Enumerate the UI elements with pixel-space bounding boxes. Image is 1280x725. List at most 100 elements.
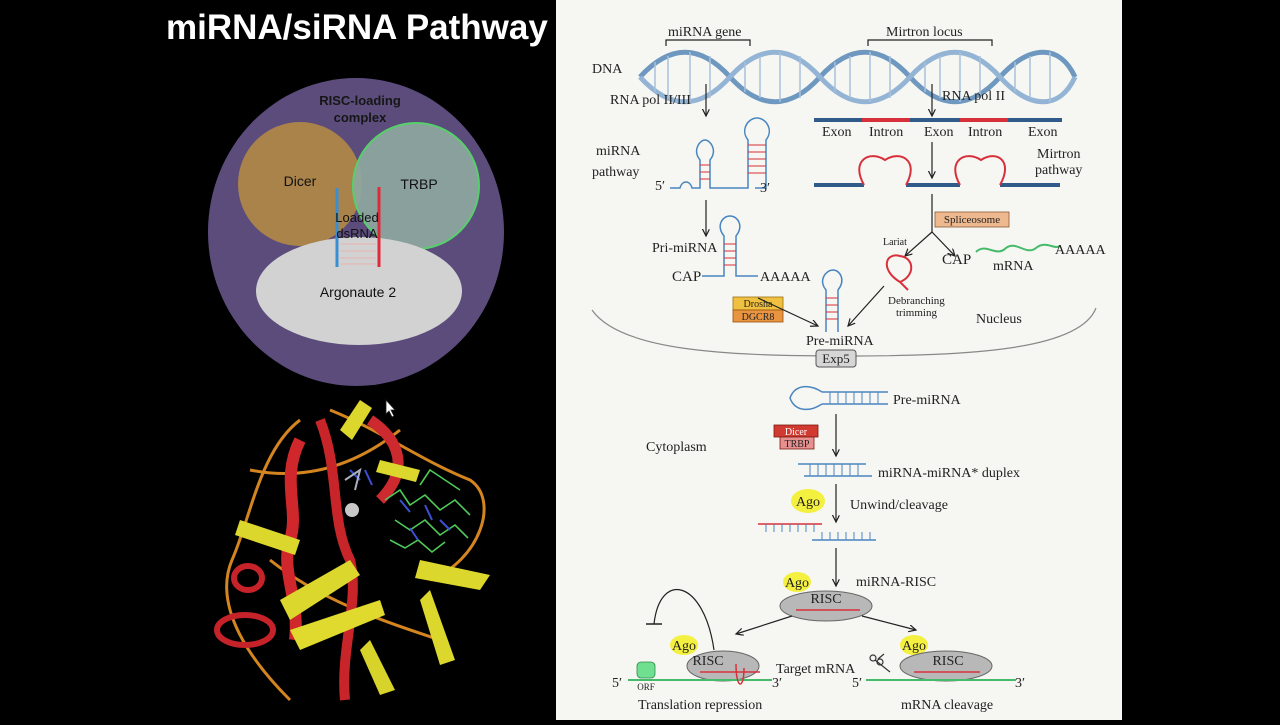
dsrna-base-pairs (340, 243, 376, 265)
exon-1-label: Exon (822, 125, 852, 140)
complex-label-line2: complex (334, 110, 388, 125)
pre-mirna-nuclear-pairs (826, 297, 838, 320)
dicer-box-label: Dicer (785, 427, 808, 438)
risc-complex-central (779, 590, 873, 622)
nucleus-label: Nucleus (976, 312, 1022, 327)
hairpin-stem-pairs (700, 144, 766, 180)
debranching-label-2: trimming (896, 307, 937, 319)
dna-double-helix (638, 49, 1078, 105)
dicer-label: Dicer (284, 173, 317, 189)
dgcr8-label: DGCR8 (742, 312, 775, 323)
mirna-pathway-label-2: pathway (592, 165, 639, 180)
unwound-strands (758, 523, 876, 541)
exp5-box (815, 349, 857, 368)
pre-mirna-cyto-label: Pre-miRNA (893, 393, 962, 408)
debranching-label-1: Debranching (888, 295, 945, 307)
mirtron-locus-label: Mirtron locus (886, 25, 963, 40)
pri-mirna-pairs (724, 243, 736, 266)
loaded-dsrna-label-2: dsRNA (336, 226, 378, 241)
trbp-box-label: TRBP (784, 439, 809, 450)
arrow-to-cleavage (861, 615, 916, 630)
pre-mirna-nuclear-label: Pre-miRNA (806, 334, 875, 349)
ago-bubble-3 (670, 635, 698, 655)
drosha-label: Drosha (744, 299, 773, 310)
cytoplasm-label: Cytoplasm (646, 440, 707, 455)
rna-pol-2-label: RNA pol II (942, 89, 1005, 104)
pri-mirna-label: Pri-miRNA (652, 241, 718, 256)
ago-bubble-1 (791, 489, 825, 513)
orf-ribosome-icon (636, 661, 656, 679)
risc-label-central: RISC (810, 592, 841, 607)
rna-pol-2-3-label: RNA pol II/III (610, 93, 691, 108)
arrow-mrna (931, 231, 955, 256)
loaded-dsrna-label-1: Loaded (335, 210, 378, 225)
mirtron-pathway-label-2: pathway (1035, 163, 1082, 178)
pre-mirna-cytoplasmic (789, 385, 888, 411)
spliceosome-box (934, 211, 1010, 228)
unwind-label: Unwind/cleavage (850, 498, 948, 513)
ago-label-1: Ago (796, 495, 820, 510)
repression-mirna (700, 663, 760, 685)
argonaute-ellipse (256, 237, 462, 345)
mrna-strand (975, 243, 1061, 253)
risc-label-repression: RISC (692, 654, 723, 669)
five-prime-left: 5′ (612, 676, 622, 691)
five-prime-label-1: 5′ (655, 179, 665, 194)
pri-mirna-structure (702, 215, 758, 277)
risc-label-cleavage: RISC (932, 654, 963, 669)
lariat-label: Lariat (883, 237, 907, 248)
left-illustration: RISC-loading complex Dicer TRBP Loaded d… (208, 78, 504, 702)
ago-bubble-4 (900, 635, 928, 655)
mrna-cleavage-label: mRNA cleavage (901, 698, 993, 713)
dna-base-pairs (654, 52, 1051, 102)
exon-2-label: Exon (924, 125, 954, 140)
protein-structure-image (214, 400, 490, 702)
target-mrna-label: Target mRNA (776, 662, 856, 677)
mirna-duplex (798, 463, 872, 477)
trbp-box (779, 436, 815, 450)
exon-3-label: Exon (1028, 125, 1058, 140)
three-prime-right: 3′ (1015, 676, 1025, 691)
dna-label: DNA (592, 62, 623, 77)
mouse-cursor-icon (385, 398, 396, 418)
slide-title: miRNA/siRNA Pathway (166, 8, 548, 47)
cap-label-2: CAP (942, 252, 971, 268)
aaaaa-label-1: AAAAA (760, 270, 811, 285)
repression-inhibition-arc (653, 588, 715, 651)
trbp-label: TRBP (400, 176, 437, 192)
spliceosome-label: Spliceosome (944, 214, 1000, 226)
translation-repression-label: Translation repression (638, 698, 762, 713)
mirna-pathway-label-1: miRNA (596, 144, 641, 159)
ago-bubble-2 (783, 572, 811, 592)
exp5-label: Exp5 (822, 351, 849, 366)
pathway-diagram-svg: DNA miRNA gene Mirtron locus RNA pol II/… (591, 25, 1106, 713)
lariat-shape (885, 254, 913, 291)
mirtron-pathway-label-1: Mirtron (1037, 147, 1081, 162)
arrow-drosha-to-pre-mirna (757, 297, 818, 326)
mirna-pathway-figure: DNA miRNA gene Mirtron locus RNA pol II/… (556, 0, 1122, 720)
arrow-debranching-to-pre-mirna (848, 285, 885, 326)
ago-label-4: Ago (902, 639, 926, 654)
dgcr8-box (732, 309, 784, 323)
mirtron-locus-bracket (867, 39, 993, 46)
three-prime-label-1: 3′ (760, 181, 770, 196)
arrow-lariat (905, 231, 933, 256)
mirtron-exon-bar (814, 155, 1060, 187)
intron-1-label: Intron (869, 125, 903, 140)
intron-2-label: Intron (968, 125, 1002, 140)
complex-label-line1: RISC-loading (319, 93, 401, 108)
ago-label-2: Ago (785, 576, 809, 591)
mirna-gene-bracket (665, 39, 751, 46)
mirna-gene-label: miRNA gene (668, 25, 742, 40)
mirna-risc-label: miRNA-RISC (856, 575, 936, 590)
orf-label: ORF (637, 682, 655, 692)
argonaute-label: Argonaute 2 (320, 284, 396, 300)
five-prime-right: 5′ (852, 676, 862, 691)
dicer-circle (238, 122, 362, 246)
three-prime-left: 3′ (772, 676, 782, 691)
aaaaa-label-2: AAAAA (1055, 243, 1106, 258)
duplex-label: miRNA-miRNA* duplex (878, 466, 1020, 481)
cap-label-1: CAP (672, 269, 701, 285)
arrow-to-repression (736, 615, 793, 634)
mrna-label: mRNA (993, 259, 1034, 274)
